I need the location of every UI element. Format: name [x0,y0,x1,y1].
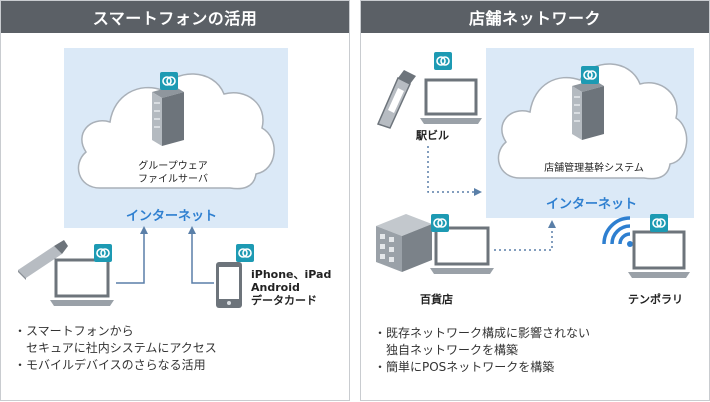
panel-title: 店舗ネットワーク [361,1,709,33]
smartphone-icon [216,262,242,308]
pos-terminal-icon [376,70,416,129]
connection-lines [116,226,214,284]
smartphone-badge-icon [236,244,254,262]
internet-label: インターネット [126,209,218,224]
temporary-label: テンポラリ [628,293,683,306]
bullet-item: セキュアに社内システムにアクセス [14,341,217,355]
bullet-item: ・スマートフォンから [14,324,134,338]
cloud-badge-icon [581,66,599,84]
mobile-devices-label: iPhone、iPad Android データカード [251,268,349,307]
devices-label-line3: データカード [251,294,317,307]
server-label-line2: ファイルサーバ [138,174,208,185]
bullet-item: ・既存ネットワーク構成に影響されない [374,326,591,340]
system-label: 店舗管理基幹システム [544,163,644,174]
server-icon [152,86,184,146]
building-icon [376,214,432,272]
wifi-icon [602,216,633,247]
laptop-badge-icon [434,52,452,70]
laptop-badge-icon [94,244,112,262]
cloud-badge-icon [160,72,178,90]
laptop-icon [420,78,482,124]
devices-label-line1: iPhone、iPad [251,268,332,281]
laptop-icon [430,226,494,274]
bullet-list: ・スマートフォンから セキュアに社内システムにアクセス ・モバイルデバイスのさら… [14,323,217,374]
bullet-list: ・既存ネットワーク構成に影響されない 独自ネットワークを構築 ・簡単にPOSネッ… [374,325,590,376]
server-icon [572,80,604,140]
laptop-badge-icon [431,214,449,232]
server-label-line1: グループウェア [138,161,208,172]
dept-store-label: 百貨店 [420,293,453,306]
usb-stick-icon [18,240,68,280]
laptop-icon [50,258,114,306]
panel-title: スマートフォンの活用 [1,1,349,33]
server-label: グループウェア ファイルサーバ [118,160,228,186]
bullet-item: ・簡単にPOSネットワークを構築 [374,360,555,374]
laptop-badge-icon [650,214,668,232]
internet-label: インターネット [546,197,638,212]
laptop-icon [628,230,690,278]
bullet-item: ・モバイルデバイスのさらなる活用 [14,358,206,372]
station-label: 駅ビル [416,129,449,142]
devices-label-line2: Android [251,281,300,294]
bullet-item: 独自ネットワークを構築 [374,343,519,357]
